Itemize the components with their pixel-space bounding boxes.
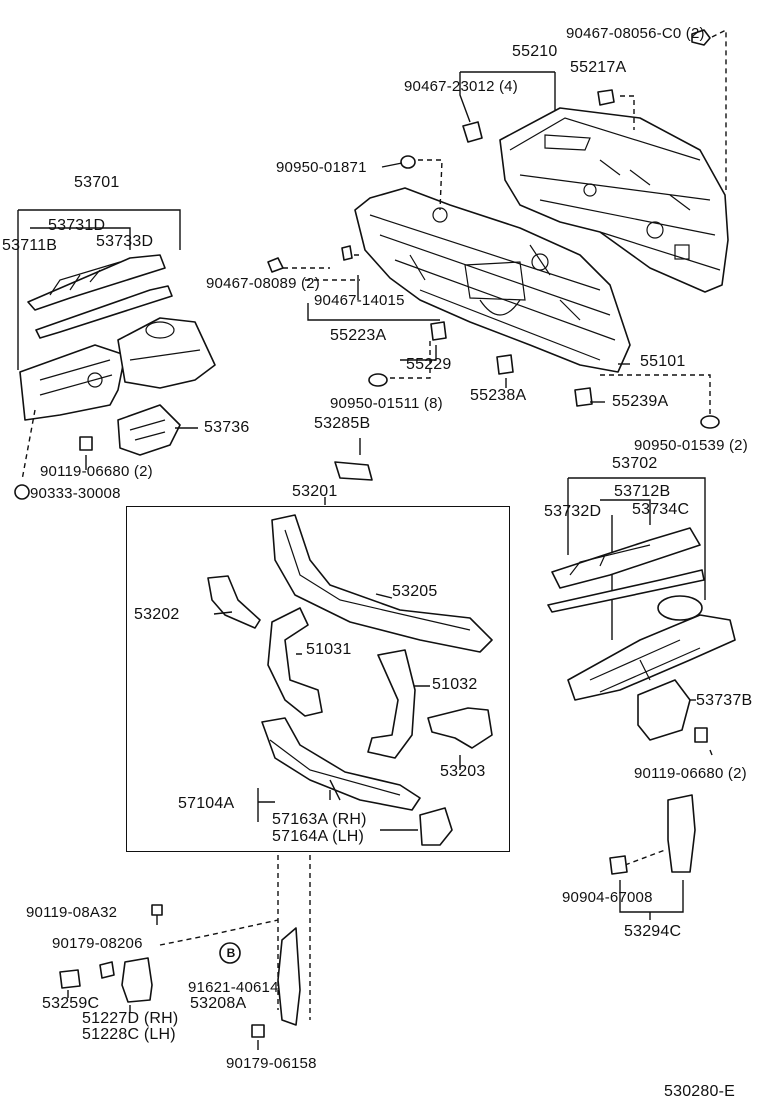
label-53202: 53202 — [134, 606, 180, 623]
label-53737b: 53737B — [696, 693, 753, 709]
label-53203: 53203 — [440, 763, 486, 780]
label-90950-01511: 90950-01511 (8) — [330, 395, 443, 412]
part-53294c — [609, 794, 696, 920]
label-55101: 55101 — [640, 353, 686, 370]
label-53201: 53201 — [292, 483, 338, 500]
label-55238a: 55238A — [470, 387, 527, 404]
label-90467-08056-c0: 90467-08056-C0 (2) — [566, 25, 705, 42]
label-51228c: 51228C (LH) — [82, 1026, 176, 1043]
label-57104a: 57104A — [178, 795, 235, 812]
label-90950-01539: 90950-01539 (2) — [634, 438, 748, 454]
dash-panel-55101 — [354, 187, 631, 373]
label-53285b: 53285B — [314, 415, 371, 432]
label-55217a: 55217A — [570, 59, 627, 76]
label-90119-06680-right: 90119-06680 (2) — [634, 765, 747, 782]
label-53701: 53701 — [74, 174, 120, 191]
label-57163a: 57163A (RH) — [272, 811, 367, 828]
label-53734c: 53734C — [632, 501, 690, 518]
label-53731d: 53731D — [48, 217, 106, 234]
label-55223a: 55223A — [330, 327, 387, 344]
label-90904-67008: 90904-67008 — [562, 889, 653, 906]
radiator-support-group-box — [126, 506, 510, 852]
left-apron-53701 — [14, 209, 216, 500]
label-90179-08206: 90179-08206 — [52, 935, 143, 952]
right-apron-53702 — [547, 477, 736, 756]
fastener-icons-top — [267, 29, 720, 429]
label-91621-40614: 91621-40614 — [188, 979, 279, 996]
label-90467-23012: 90467-23012 (4) — [404, 78, 518, 95]
label-53205: 53205 — [392, 583, 438, 600]
label-51031: 51031 — [306, 641, 352, 658]
label-53711b: 53711B — [2, 237, 58, 254]
label-90467-14015: 90467-14015 — [314, 292, 405, 309]
label-51032: 51032 — [432, 676, 478, 693]
radiator-support-53201 — [207, 514, 493, 846]
label-90179-06158: 90179-06158 — [226, 1055, 317, 1072]
label-90333-30008: 90333-30008 — [30, 485, 121, 502]
label-53732d: 53732D — [544, 503, 602, 520]
label-53259c: 53259C — [42, 995, 100, 1012]
label-55229: 55229 — [406, 356, 452, 373]
label-53702: 53702 — [612, 455, 658, 472]
label-57164a: 57164A (LH) — [272, 828, 365, 845]
label-53294c: 53294C — [624, 923, 682, 940]
label-53736: 53736 — [204, 419, 250, 436]
part-53285b — [334, 461, 373, 481]
label-90950-01871: 90950-01871 — [276, 159, 367, 176]
label-55239a: 55239A — [612, 393, 669, 410]
label-53712b: 53712B — [614, 483, 671, 500]
label-53733d: 53733D — [96, 233, 154, 250]
diagram-id: 530280-E — [664, 1083, 735, 1100]
label-53208a: 53208A — [190, 995, 247, 1012]
label-b-marker: B — [226, 946, 236, 960]
label-51227d: 51227D (RH) — [82, 1010, 179, 1027]
cowl-panel-55210 — [499, 107, 729, 293]
bottom-left-parts — [59, 904, 301, 1050]
label-55210: 55210 — [512, 43, 558, 60]
label-90119-06680-left: 90119-06680 (2) — [40, 463, 153, 480]
label-90119-08a32: 90119-08A32 — [26, 904, 118, 921]
label-90467-08089: 90467-08089 (2) — [206, 275, 320, 292]
